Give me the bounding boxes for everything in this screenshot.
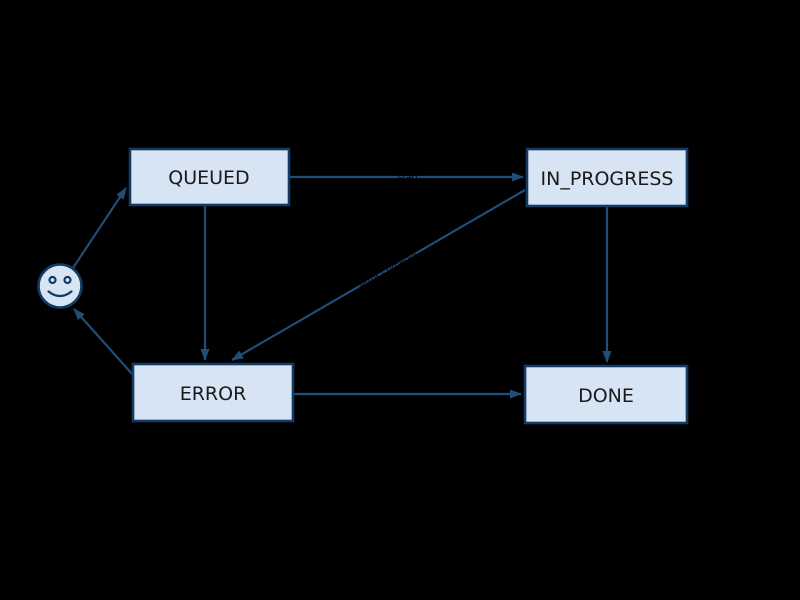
node-error: ERROR (131, 362, 295, 423)
node-in-progress: IN_PROGRESS (525, 147, 689, 208)
edge-label-error-timeout: error / timeout (358, 249, 420, 291)
smiley-face-icon (37, 263, 83, 309)
edge-label-start: start (398, 173, 419, 183)
smiley-left-eye (48, 275, 57, 285)
node-done-box (523, 364, 689, 425)
node-error-box (131, 362, 295, 423)
node-queued-label: QUEUED (168, 167, 249, 189)
node-done: DONE (523, 364, 689, 425)
node-in-progress-label: IN_PROGRESS (541, 168, 674, 190)
edge-actor-to-queued (72, 187, 127, 269)
edge-error-to-actor (73, 308, 134, 376)
node-in-progress-box (525, 147, 689, 208)
edge-label-success: success (607, 262, 617, 298)
smiley-head (37, 263, 83, 309)
smiley-right-eye (63, 275, 72, 285)
node-error-label: ERROR (180, 383, 247, 405)
node-done-label: DONE (578, 385, 634, 407)
edge-label-cancelled: cancelled (205, 262, 215, 305)
edge-in-progress-to-error (231, 189, 526, 361)
node-queued-box (128, 147, 291, 207)
node-queued: QUEUED (128, 147, 291, 207)
smiley-mouth (47, 290, 73, 298)
